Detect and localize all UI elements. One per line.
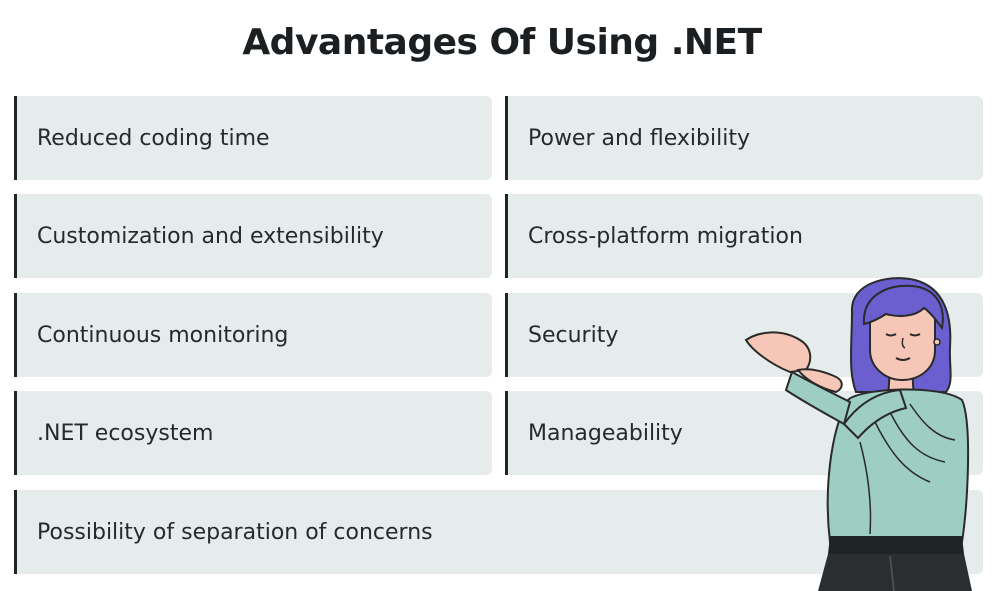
advantage-card-power-flexibility: Power and flexibility bbox=[505, 96, 983, 180]
advantage-label: Manageability bbox=[528, 420, 683, 446]
advantage-label: Possibility of separation of concerns bbox=[37, 519, 433, 545]
advantage-label: Power and flexibility bbox=[528, 125, 750, 151]
advantage-card-separation-of-concerns: Possibility of separation of concerns bbox=[14, 490, 983, 574]
page-title: Advantages Of Using .NET bbox=[242, 22, 762, 63]
advantage-label: Reduced coding time bbox=[37, 125, 270, 151]
advantage-card-continuous-monitoring: Continuous monitoring bbox=[14, 293, 492, 377]
advantage-label: Continuous monitoring bbox=[37, 322, 289, 348]
woman-presenting-icon bbox=[744, 277, 972, 591]
advantage-label: .NET ecosystem bbox=[37, 420, 214, 446]
advantage-card-customization: Customization and extensibility bbox=[14, 194, 492, 278]
advantage-label: Customization and extensibility bbox=[37, 223, 384, 249]
advantage-label: Cross-platform migration bbox=[528, 223, 803, 249]
advantage-card-net-ecosystem: .NET ecosystem bbox=[14, 391, 492, 475]
advantage-card-reduced-coding-time: Reduced coding time bbox=[14, 96, 492, 180]
advantage-label: Security bbox=[528, 322, 619, 348]
advantage-card-cross-platform: Cross-platform migration bbox=[505, 194, 983, 278]
